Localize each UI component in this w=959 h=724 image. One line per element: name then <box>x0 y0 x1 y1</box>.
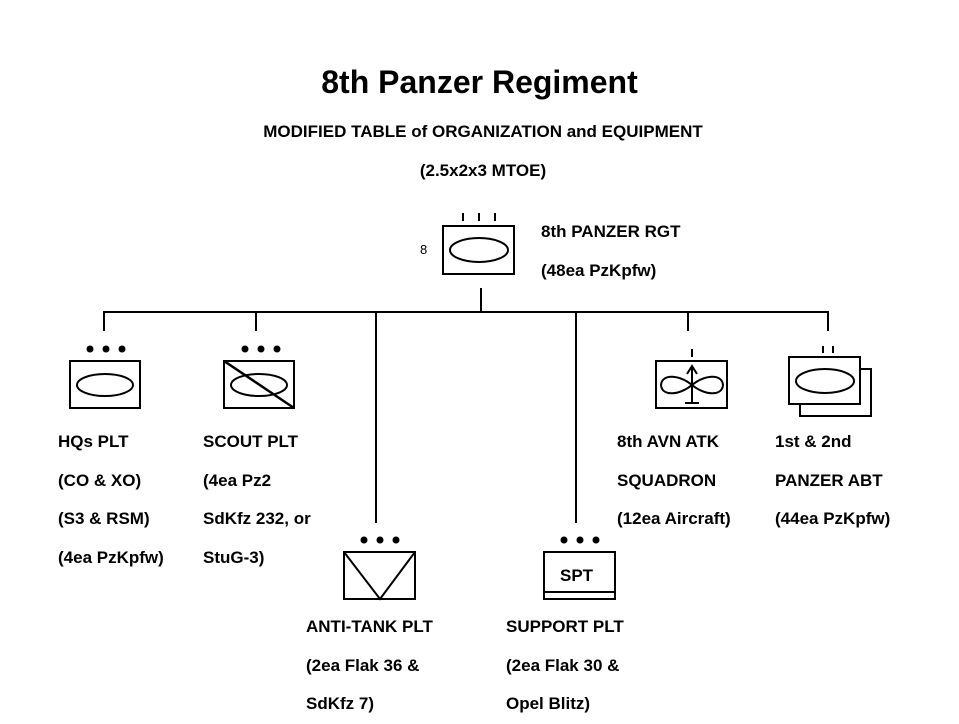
echelon-regiment-icon <box>462 213 496 221</box>
unit-frame <box>543 551 616 600</box>
panzer-abt-label: 1st & 2nd PANZER ABT (44ea PzKpfw) <box>775 423 890 539</box>
support-plt-label: SUPPORT PLT (2ea Flak 30 & Opel Blitz) <box>506 608 624 724</box>
page-subtitle-mtoe: (2.5x2x3 MTOE) <box>419 161 547 180</box>
echelon-battalion-icon <box>822 346 834 353</box>
unit-equipment: (2ea Flak 30 & <box>506 655 620 675</box>
anti-tank-icon <box>343 551 416 601</box>
unit-frame <box>442 225 515 275</box>
unit-equipment: SdKfz 232, or <box>203 509 311 528</box>
connector-lines <box>103 288 829 523</box>
armor-icon <box>76 373 134 397</box>
cavalry-slash-icon <box>223 359 295 410</box>
hqs-plt-symbol <box>69 345 141 409</box>
echelon-platoon-icon <box>360 536 400 544</box>
scout-plt-label: SCOUT PLT (4ea Pz2 SdKfz 232, or StuG-3) <box>203 423 311 577</box>
unit-equipment: StuG-3) <box>203 547 265 567</box>
unit-equipment: (4ea Pz2 <box>203 470 272 490</box>
unit-name: 8th AVN ATK <box>617 432 719 451</box>
aviation-squadron-label: 8th AVN ATK SQUADRON (12ea Aircraft) <box>617 423 731 539</box>
unit-frame <box>788 356 861 405</box>
unit-name: ANTI-TANK PLT <box>306 617 433 636</box>
page-title: 8th Panzer Regiment <box>321 64 638 100</box>
scout-plt-symbol <box>223 345 295 410</box>
unit-name: HQs PLT <box>58 432 129 451</box>
armor-icon <box>449 237 509 263</box>
regiment-symbol <box>442 213 515 275</box>
unit-name: SUPPORT PLT <box>506 617 624 636</box>
unit-equipment: (2ea Flak 36 & <box>306 655 420 675</box>
armor-icon <box>230 373 288 397</box>
unit-equipment: SdKfz 7) <box>306 694 374 713</box>
unit-frame <box>655 360 728 409</box>
unit-detail: (CO & XO) <box>58 470 142 490</box>
support-symbol-text: SPT <box>560 566 594 585</box>
armor-icon <box>795 368 855 394</box>
regiment-name: 8th PANZER RGT <box>541 222 681 241</box>
unit-frame <box>343 551 416 600</box>
unit-equipment: (4ea PzKpfw) <box>58 547 164 567</box>
regiment-designation: 8 <box>420 242 428 257</box>
aviation-symbol <box>655 349 728 409</box>
unit-frame <box>223 360 295 409</box>
regiment-label: 8th PANZER RGT (48ea PzKpfw) <box>541 213 680 290</box>
panzer-abt-symbol <box>788 346 872 417</box>
page-subtitle: MODIFIED TABLE of ORGANIZATION and EQUIP… <box>263 122 703 141</box>
unit-detail: (S3 & RSM) <box>58 509 150 528</box>
anti-tank-plt-symbol <box>343 536 416 601</box>
support-plt-symbol <box>543 536 616 600</box>
unit-frame <box>69 360 141 409</box>
echelon-platoon-icon <box>241 345 281 353</box>
unit-name: 1st & 2nd <box>775 432 852 451</box>
unit-equipment: (44ea PzKpfw) <box>775 509 891 528</box>
unit-name: SCOUT PLT <box>203 432 299 451</box>
unit-name: SQUADRON <box>617 470 717 490</box>
unit-equipment: Opel Blitz) <box>506 694 591 713</box>
hqs-plt-label: HQs PLT (CO & XO) (S3 & RSM) (4ea PzKpfw… <box>58 423 164 577</box>
aviation-attack-icon <box>659 364 725 404</box>
echelon-platoon-icon <box>86 345 126 353</box>
regiment-equipment: (48ea PzKpfw) <box>541 260 657 280</box>
echelon-platoon-icon <box>560 536 600 544</box>
unit-name: PANZER ABT <box>775 470 883 490</box>
anti-tank-plt-label: ANTI-TANK PLT (2ea Flak 36 & SdKfz 7) <box>306 608 433 724</box>
unit-equipment: (12ea Aircraft) <box>617 509 731 528</box>
